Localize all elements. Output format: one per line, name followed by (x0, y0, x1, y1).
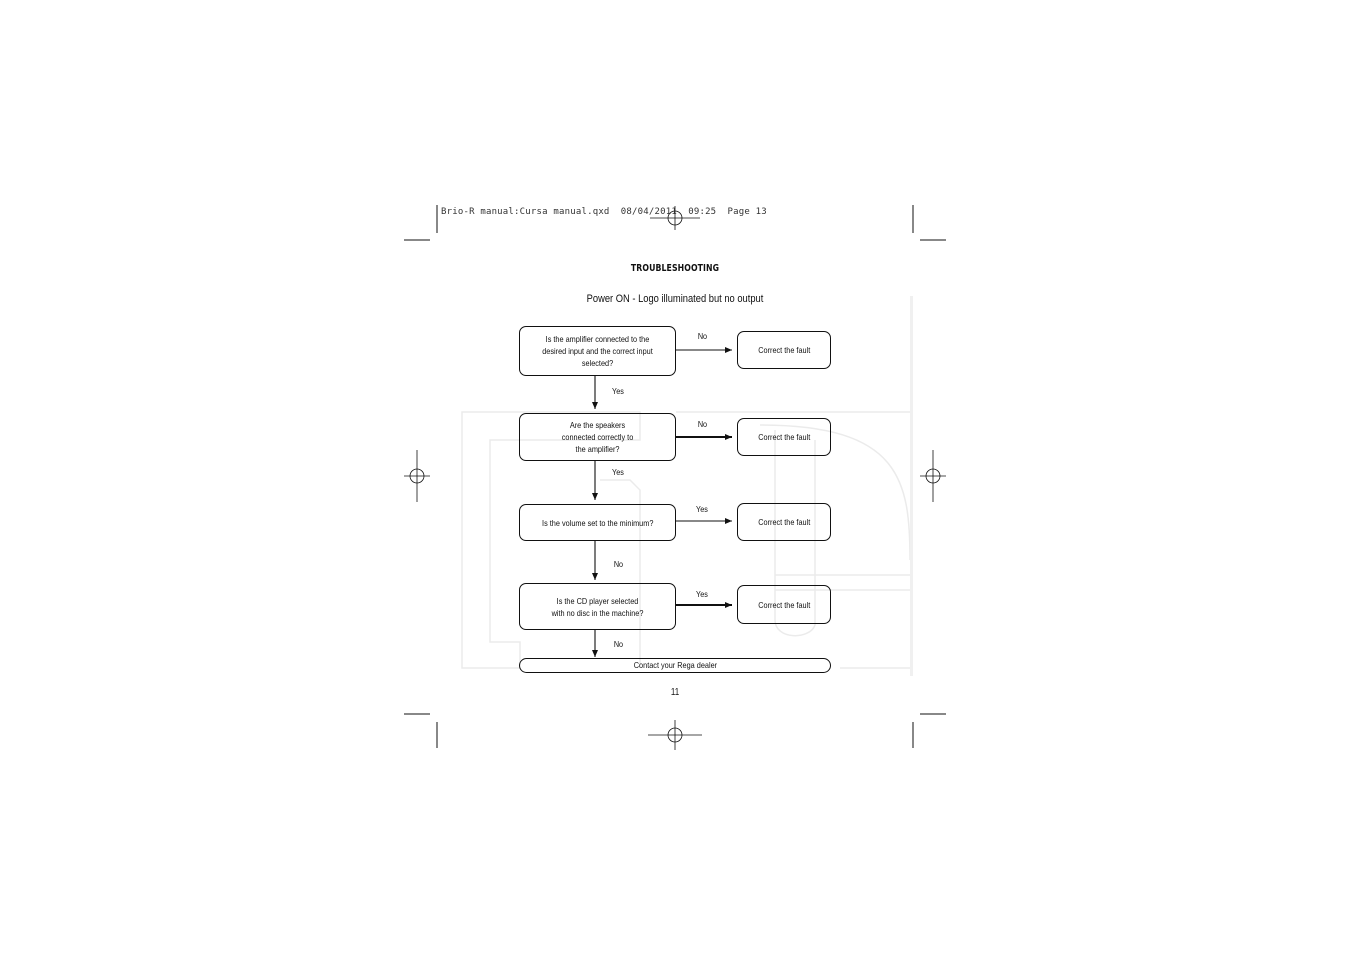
final-action-text: Contact your Rega dealer (633, 660, 717, 670)
connectors (592, 347, 732, 657)
down-label-1: Yes (612, 386, 624, 396)
watermark-logo (461, 411, 911, 669)
question-text-3: Is the volume set to the minimum? (541, 517, 654, 528)
print-slug-line: Brio-R manual:Cursa manual.qxd 08/04/201… (441, 207, 767, 217)
page-title: TROUBLESHOOTING (630, 263, 720, 274)
question-text-4: Is the CD player selected with no disc i… (551, 595, 644, 618)
outcome-text-4: Correct the fault (757, 599, 811, 610)
outcome-text-1: Correct the fault (757, 345, 811, 355)
question-box-2: Are the speakers connected correctly to … (519, 413, 676, 461)
outcome-text-2: Correct the fault (757, 432, 811, 442)
page-subtitle: Power ON - Logo illuminated but no outpu… (586, 293, 764, 305)
down-label-4: No (613, 639, 624, 649)
page-number: 11 (670, 687, 680, 698)
right-label-4: Yes (696, 589, 708, 599)
question-box-1: Is the amplifier connected to the desire… (519, 326, 676, 376)
outcome-box-1: Correct the fault (737, 331, 831, 369)
question-text-2: Are the speakers connected correctly to … (561, 420, 634, 454)
right-label-2: No (697, 419, 708, 429)
right-label-1: No (697, 331, 708, 341)
question-text-1: Is the amplifier connected to the desire… (542, 334, 653, 368)
down-label-2: Yes (612, 467, 624, 477)
outcome-box-3: Correct the fault (737, 503, 831, 541)
outcome-text-3: Correct the fault (757, 517, 811, 527)
right-edge-tint (910, 296, 913, 676)
crop-marks (404, 205, 946, 748)
question-box-3: Is the volume set to the minimum? (519, 504, 676, 541)
right-label-3: Yes (696, 504, 708, 514)
down-label-3: No (613, 559, 624, 569)
final-action-box: Contact your Rega dealer (519, 658, 831, 673)
outcome-box-2: Correct the fault (737, 418, 831, 456)
question-box-4: Is the CD player selected with no disc i… (519, 583, 676, 630)
registration-marks (404, 206, 946, 750)
outcome-box-4: Correct the fault (737, 585, 831, 624)
